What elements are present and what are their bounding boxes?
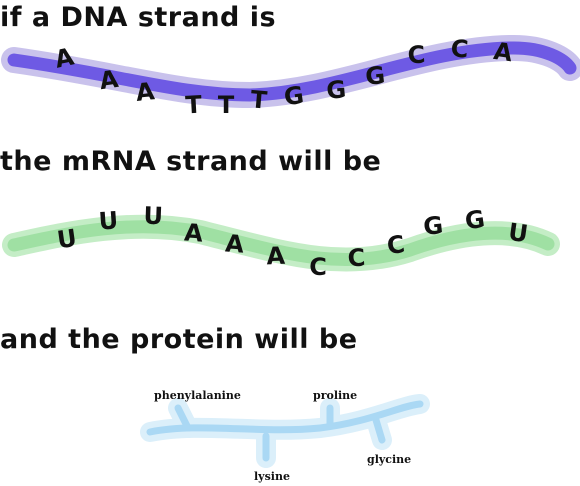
dna-base-8: G: [325, 75, 347, 105]
dna-base-10: C: [407, 40, 427, 69]
protein-heading: and the protein will be: [0, 324, 358, 355]
protein-chain: phenylalanine proline lysine glycine: [140, 389, 430, 483]
dna-base-2: A: [98, 65, 121, 95]
mrna-base-12: U: [507, 218, 530, 248]
mrna-base-4: A: [183, 218, 204, 247]
mrna-base-6: A: [266, 242, 286, 271]
dna-base-5: T: [218, 91, 235, 119]
mrna-base-8: C: [347, 243, 367, 272]
amino-acid-lysine: lysine: [254, 470, 290, 483]
mrna-base-9: C: [385, 230, 406, 260]
mrna-base-2: U: [98, 206, 119, 235]
mrna-base-7: C: [309, 253, 327, 281]
dna-base-7: G: [282, 81, 305, 111]
mrna-strand-core: [7, 220, 555, 267]
amino-acid-phenylalanine: phenylalanine: [154, 389, 241, 402]
protein-chain-core: [146, 400, 424, 462]
dna-base-6: T: [249, 85, 268, 114]
dna-base-12: A: [492, 37, 515, 67]
mrna-base-1: U: [55, 224, 78, 254]
dna-heading: if a DNA strand is: [0, 2, 277, 33]
dna-strand-core: [7, 41, 577, 102]
dna-base-9: G: [364, 61, 387, 91]
amino-acid-glycine: glycine: [367, 453, 411, 466]
dna-base-3: A: [134, 77, 156, 107]
mrna-base-3: U: [143, 202, 163, 231]
dna-base-11: C: [450, 34, 470, 63]
dna-base-4: T: [185, 91, 203, 120]
mrna-base-10: G: [422, 211, 445, 241]
amino-acid-proline: proline: [313, 389, 357, 402]
mrna-base-11: G: [463, 205, 486, 235]
mrna-base-5: A: [224, 229, 245, 258]
mrna-heading: the mRNA strand will be: [0, 146, 382, 177]
